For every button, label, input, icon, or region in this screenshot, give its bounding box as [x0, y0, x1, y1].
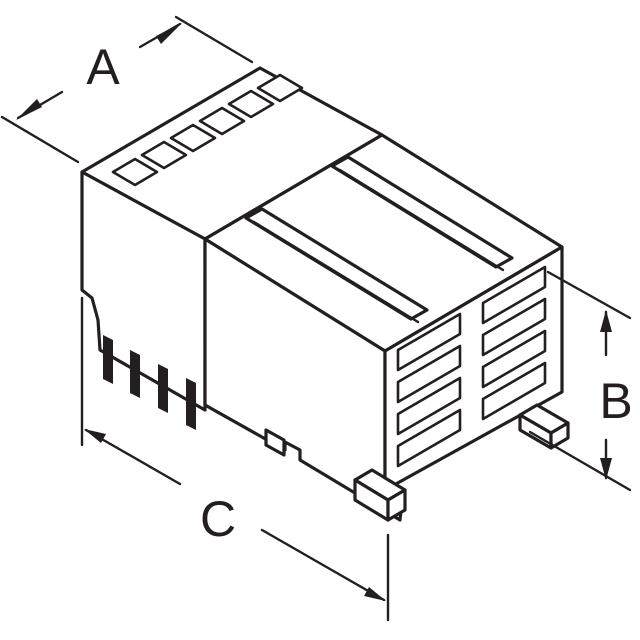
rear-pin-slots	[111, 73, 304, 187]
slot	[227, 89, 275, 119]
dimension-label-b: B	[599, 373, 632, 429]
slot	[198, 106, 246, 136]
dimension-c: C	[80, 296, 390, 622]
locating-posts	[353, 403, 570, 522]
slot	[256, 73, 304, 103]
mating-contacts	[396, 265, 547, 468]
dimension-label-c: C	[200, 491, 236, 547]
dimension-b: B	[528, 270, 633, 492]
slot	[169, 123, 217, 153]
dimension-a: A	[0, 15, 254, 164]
dimension-label-a: A	[86, 39, 120, 95]
latch-rails	[244, 155, 514, 324]
connector-body	[80, 66, 570, 522]
slot	[140, 140, 188, 170]
slot	[111, 157, 159, 187]
